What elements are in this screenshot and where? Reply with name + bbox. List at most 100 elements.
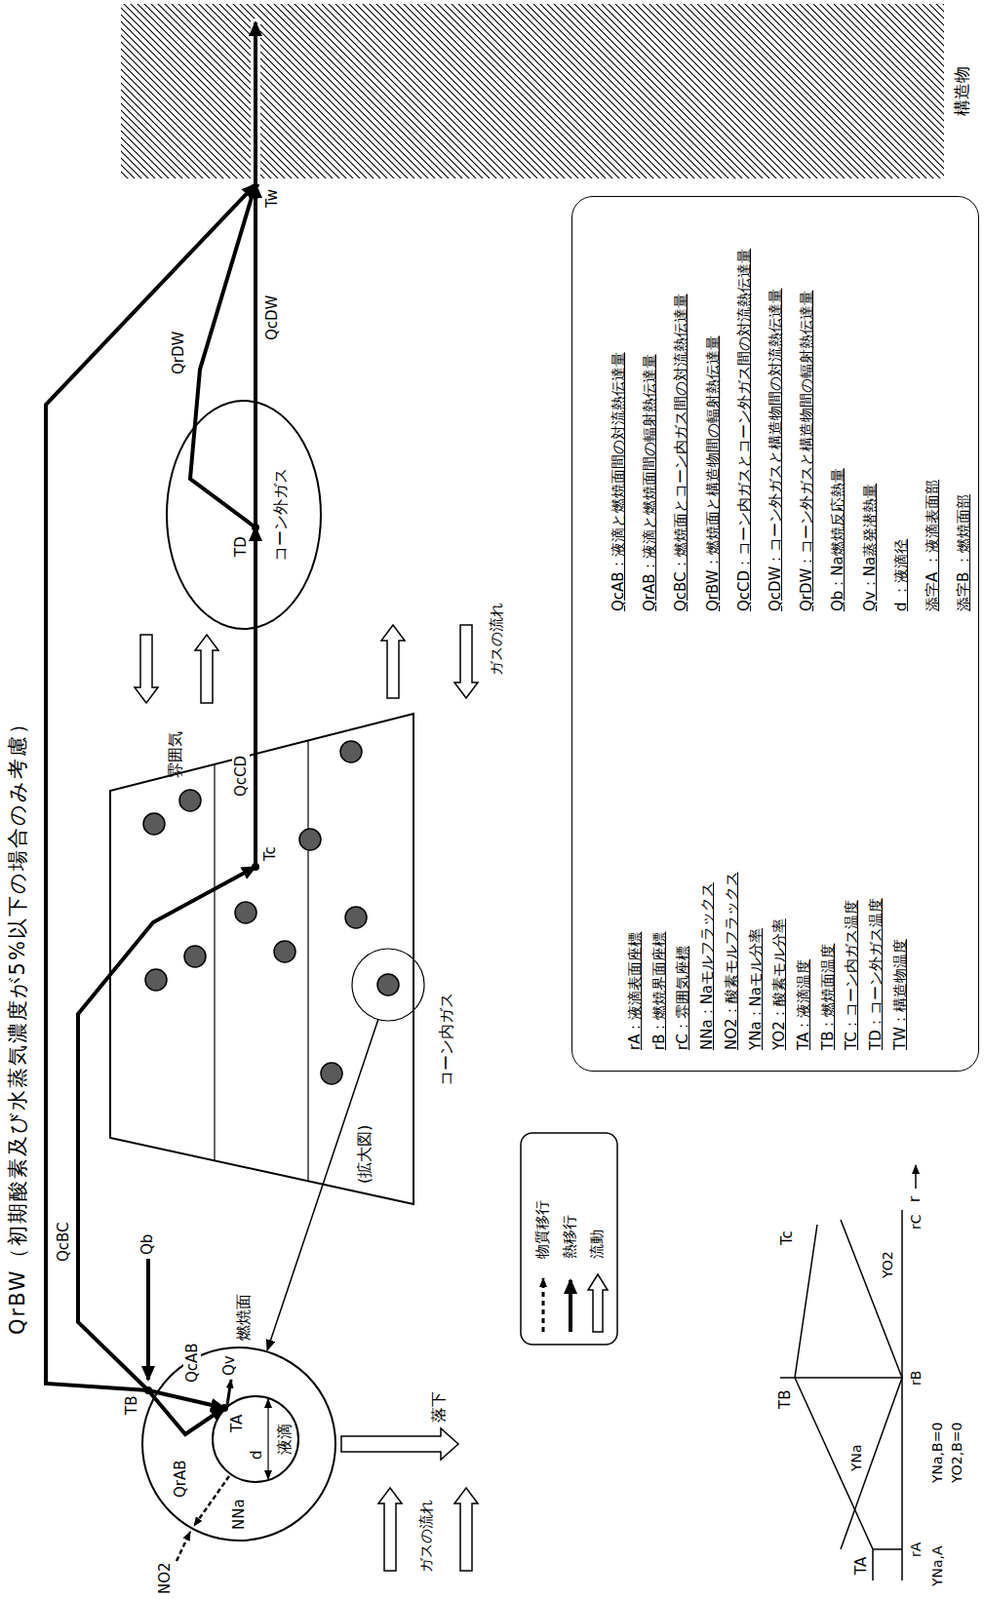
definition-text: QcDW：コーン外ガスと構造物間の対流熱伝達量	[766, 288, 785, 612]
drawing-part	[454, 1488, 478, 1572]
drawing-part	[250, 18, 261, 185]
definition-text: QcAB：液滴と燃焼面間の対流熱伝達量	[609, 352, 628, 612]
definition-text: Qv：Na蒸発潜熱量	[861, 483, 879, 612]
symbol-label: d	[247, 1450, 266, 1460]
drawing-part	[179, 789, 201, 812]
symbol-label: NNa	[230, 1498, 248, 1531]
symbol-label: YNa	[848, 1444, 866, 1472]
symbol-label: Qb	[138, 1234, 157, 1256]
definition-text: TA：液滴温度	[794, 959, 813, 1051]
drawing-part	[195, 634, 219, 704]
edge-label: QrAB	[171, 1457, 190, 1500]
symbol-label: TA	[228, 1415, 246, 1433]
symbol-label: Tw	[263, 189, 281, 208]
heat-transfer-arrow	[253, 184, 258, 528]
symbol-label: TB	[122, 1396, 141, 1416]
drawing-part	[143, 813, 165, 835]
definition-text: QrAB：液滴と燃焼面間の輻射熱伝達量	[640, 354, 659, 612]
drawing-part	[274, 941, 296, 963]
drawing-part	[235, 902, 257, 924]
definition-text: 添字B ：燃焼面部	[954, 494, 973, 612]
symbol-label: rC	[907, 1214, 925, 1230]
definition-text: TC：コーン内ガス温度	[842, 900, 861, 1051]
edge-label: QcAB	[183, 1340, 201, 1385]
edge-label: (拡大図)	[354, 1123, 374, 1186]
definition-text: TB：燃焼面温度	[819, 944, 837, 1051]
symbol-label: Tc	[778, 1230, 796, 1246]
drawing-part	[377, 974, 399, 996]
definition-text: TD：コーン外ガス温度	[866, 898, 885, 1051]
droplet-circle: 液滴	[211, 1395, 300, 1484]
drawing-part	[320, 1062, 343, 1085]
symbol-label: TB	[776, 1390, 794, 1410]
drawing-part	[341, 1428, 459, 1460]
definition-text: rB：燃焼界面座標	[650, 932, 669, 1051]
symbol-label: Qv	[220, 1355, 238, 1377]
symbol-label: YNa,A	[929, 1545, 946, 1587]
node-label: 燃焼面	[234, 1294, 253, 1341]
node-label: コーン外ガス	[271, 468, 290, 562]
drawing-part	[520, 1133, 618, 1345]
drawing-part	[146, 1259, 151, 1380]
legend-text: 流動	[588, 1229, 606, 1260]
drawing-part	[227, 1379, 232, 1406]
drawing-part	[176, 1532, 191, 1562]
symbol-label: 雰囲気	[165, 731, 185, 779]
definition-text: d ：液滴径	[892, 539, 910, 612]
heat-transfer-arrow	[45, 184, 256, 1391]
edge-label: QcBC	[54, 1220, 73, 1264]
definition-text: QcBC：燃焼面とコーン内ガス間の対流熱伝達量	[671, 293, 690, 612]
heat-transfer-arrow	[190, 184, 256, 528]
symbol-label: Tc	[261, 846, 279, 862]
drawing-part	[145, 969, 167, 991]
drawing-part	[780, 1377, 903, 1379]
drawing-part	[267, 1399, 269, 1480]
legend-text: 熱移行	[560, 1215, 579, 1260]
drawing-part	[120, 3, 945, 179]
drawing-part	[588, 1274, 608, 1333]
symbol-label: ガスの流れ	[417, 1499, 435, 1574]
drawing-part	[253, 22, 258, 185]
symbol-label: rB	[907, 1371, 925, 1386]
symbol-label: NO2	[156, 1562, 174, 1595]
drawing-part	[381, 625, 405, 699]
edge-label: QcCD	[232, 753, 250, 799]
definition-box: rA：液滴表面座標rB：燃焼界面座標rC：雰囲気座標NNa：NaモルフラックスN…	[571, 196, 980, 1072]
definition-text: rA：液滴表面座標	[626, 932, 644, 1051]
drawing-part	[568, 1280, 573, 1333]
drawing-part	[299, 828, 321, 851]
symbol-label: rA	[907, 1542, 925, 1558]
edge-label: QrDW	[169, 329, 188, 377]
drawing-part	[143, 741, 399, 1085]
drawing-part	[184, 945, 206, 968]
symbol-label: 落下	[429, 1391, 448, 1423]
symbol-label: YNa,B=0	[929, 1422, 946, 1484]
node-label: コーン内ガス	[436, 992, 456, 1087]
definition-text: YO2：酸素モル分率	[770, 918, 788, 1051]
heat-arrows	[148, 1259, 232, 1406]
edge-label: QcDW	[263, 293, 281, 343]
drawing-part	[901, 1210, 904, 1581]
drawing-part	[872, 1548, 903, 1551]
heat-transfer-arrow	[253, 527, 258, 867]
drawing-part	[340, 741, 362, 763]
definition-text: NNa：Naモルフラックス	[698, 882, 716, 1051]
drawing-part	[345, 906, 367, 929]
drawing-part	[352, 948, 425, 1022]
structure-hatch	[120, 0, 945, 179]
drawing-part	[213, 764, 215, 1162]
diameter-arrow	[268, 1399, 270, 1480]
symbol-label: YO2,B=0	[948, 1422, 966, 1484]
definition-text: YNa：Naモル分率	[747, 928, 765, 1051]
drawing-part	[914, 1165, 917, 1189]
drawing-part	[840, 1377, 903, 1550]
node-label: 構造物	[951, 66, 972, 117]
symbol-label: YO2	[879, 1251, 897, 1279]
temperature-points	[144, 180, 260, 1413]
flow-arrows	[134, 625, 478, 1572]
structure-block: 構造物	[120, 0, 984, 179]
definition-text: QrBW：燃焼面と構造物間の輻射熱伝達量	[704, 335, 722, 612]
heat-transfer-arrow	[78, 866, 256, 1391]
definition-text: Qb：Na燃焼反応熱量	[828, 468, 847, 612]
legend-text: 物質移行	[533, 1200, 552, 1260]
